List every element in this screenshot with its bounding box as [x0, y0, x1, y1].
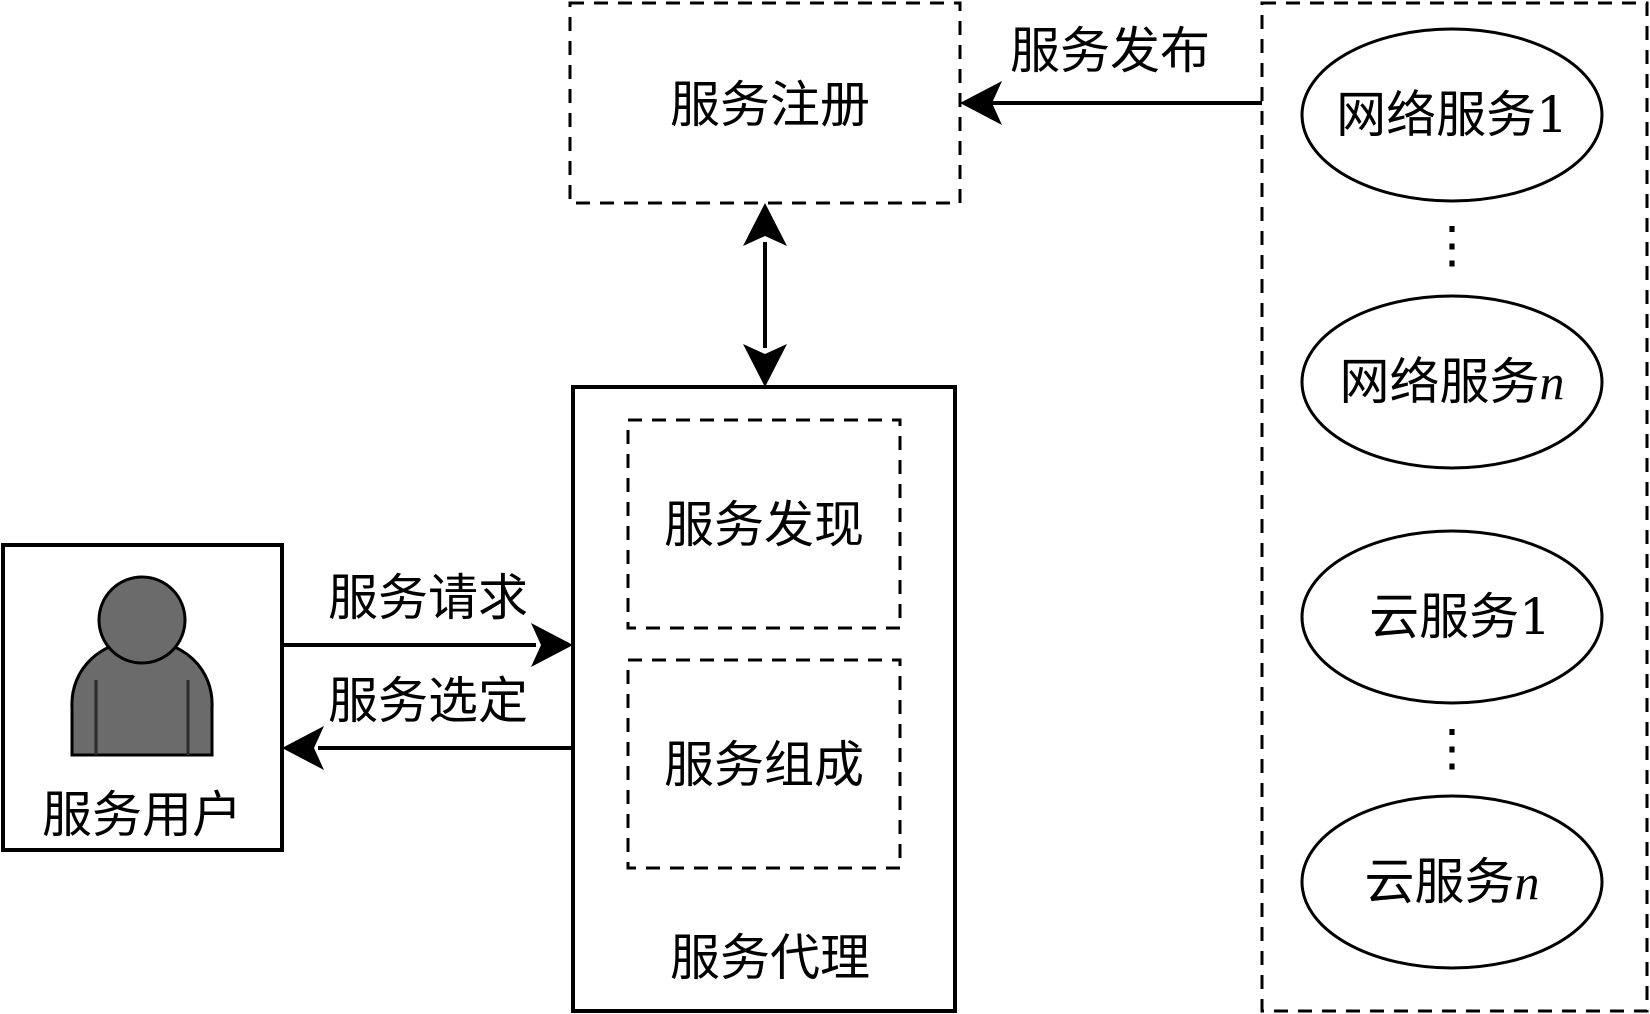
cloud-service-1-node: [1300, 529, 1604, 705]
cloud-services-ellipsis: ⋮: [1427, 719, 1477, 777]
web-services-ellipsis: ⋮: [1427, 216, 1477, 274]
web-service-n-label: 网络服务n: [1340, 353, 1565, 411]
web-service-1-node: [1300, 27, 1604, 203]
services-group-box: [1260, 1, 1649, 1013]
cloud-service-1-label: 云服务1: [1369, 588, 1551, 646]
discovery-label: 服务发现: [664, 496, 864, 554]
registry-agent-arrowhead-down: [743, 344, 787, 387]
request-arrowhead: [531, 623, 573, 667]
cloud-service-n-node: [1300, 794, 1604, 970]
web-service-1-label: 网络服务1: [1336, 86, 1568, 144]
selection-arrowhead: [282, 726, 324, 770]
composition-label: 服务组成: [664, 736, 864, 794]
agent-box: [571, 385, 957, 1013]
selection-label: 服务选定: [328, 672, 528, 730]
user-icon: [70, 575, 214, 757]
registry-agent-arrowhead-up: [743, 203, 787, 246]
publish-label: 服务发布: [1010, 22, 1210, 80]
agent-label: 服务代理: [670, 929, 870, 987]
user-box: [1, 543, 284, 852]
user-label: 服务用户: [42, 786, 242, 844]
cloud-service-n-label: 云服务n: [1365, 853, 1540, 911]
request-label: 服务请求: [328, 569, 528, 627]
registry-label: 服务注册: [670, 76, 870, 134]
publish-arrowhead: [960, 81, 1002, 125]
web-service-n-node: [1300, 294, 1604, 470]
